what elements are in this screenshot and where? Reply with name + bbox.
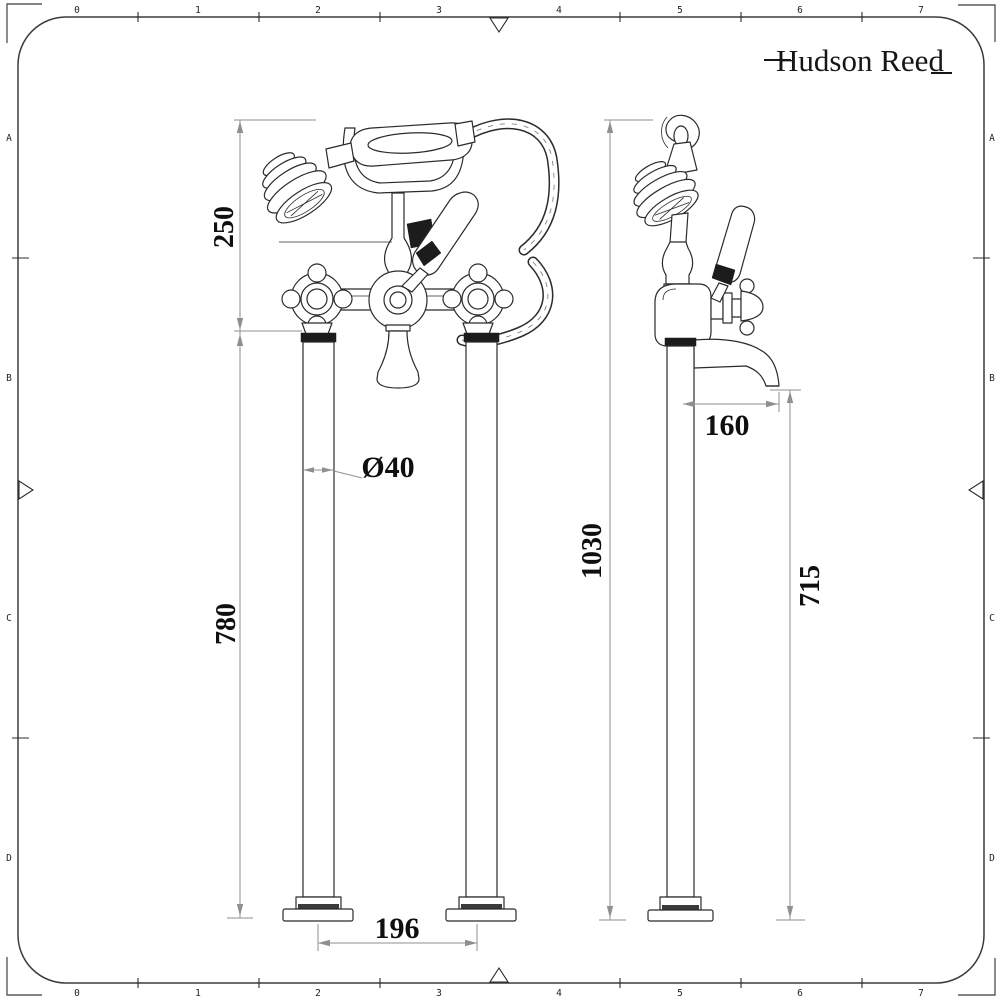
dimension-780: 780 xyxy=(211,331,253,919)
dimension-diameter-40: Ø40 xyxy=(303,451,415,484)
ruler-label: 6 xyxy=(797,988,803,999)
crosshead-valve-side xyxy=(710,278,764,336)
ruler-label: 2 xyxy=(315,5,321,16)
ruler-label: 2 xyxy=(315,988,321,999)
ruler-label: 7 xyxy=(918,5,924,16)
corner-mark-bottom-left xyxy=(6,957,42,996)
corner-mark-top-right xyxy=(958,4,996,42)
lever-handle-side xyxy=(710,205,756,303)
brand-logo: Hudson Reed xyxy=(764,43,952,78)
spindle xyxy=(661,241,694,285)
ruler-label: 3 xyxy=(436,5,442,16)
wall-hook xyxy=(661,114,700,149)
dim-715-label: 715 xyxy=(795,565,826,607)
spout-side xyxy=(693,338,780,387)
shower-head-front xyxy=(262,152,333,224)
drawing-frame: 0 1 2 3 4 5 6 7 0 1 2 3 4 5 6 7 A B C D xyxy=(6,3,996,999)
ruler-label: 4 xyxy=(556,988,562,999)
ruler-ticks xyxy=(12,12,990,988)
frame-border xyxy=(17,16,985,984)
corner-mark-top-left xyxy=(6,3,42,43)
handset-grip-detail xyxy=(367,132,453,154)
left-standpipe xyxy=(282,332,354,922)
dimension-250: 250 xyxy=(209,119,316,332)
handset-neck xyxy=(325,142,355,169)
crosshead-valve-left xyxy=(281,263,353,335)
side-view xyxy=(633,114,780,922)
bottom-ruler: 0 1 2 3 4 5 6 7 xyxy=(74,988,924,999)
dimension-160: 160 xyxy=(683,392,780,442)
hose-connector xyxy=(454,120,476,147)
body-side xyxy=(654,283,712,347)
top-ruler: 0 1 2 3 4 5 6 7 xyxy=(74,5,924,16)
ruler-label: 0 xyxy=(74,5,80,16)
ruler-label: A xyxy=(989,133,995,144)
ruler-label: 7 xyxy=(918,988,924,999)
ruler-label: 4 xyxy=(556,5,562,16)
right-ruler: A B C D xyxy=(989,133,995,864)
dim-diameter-label: Ø40 xyxy=(361,451,414,484)
ruler-label: 1 xyxy=(195,988,201,999)
ruler-label: 5 xyxy=(677,988,683,999)
dim-1030-label: 1030 xyxy=(577,523,608,579)
ruler-label: 3 xyxy=(436,988,442,999)
ruler-label: D xyxy=(989,853,995,864)
logo-text: Hudson Reed xyxy=(776,43,944,78)
center-mark-right-icon xyxy=(967,479,984,501)
shower-head-side xyxy=(633,161,699,227)
dim-250-label: 250 xyxy=(209,206,240,248)
ruler-label: B xyxy=(6,373,12,384)
dim-196-label: 196 xyxy=(375,912,420,945)
ruler-label: 1 xyxy=(195,5,201,16)
center-mark-bottom-icon xyxy=(488,966,510,983)
dimension-1030: 1030 xyxy=(577,119,653,921)
centre-body xyxy=(368,270,428,389)
right-standpipe xyxy=(445,332,517,922)
corner-mark-bottom-right xyxy=(958,958,996,996)
ruler-label: A xyxy=(6,133,12,144)
center-mark-top-icon xyxy=(488,17,510,34)
dim-780-label: 780 xyxy=(211,603,242,645)
cradle-riser xyxy=(383,192,413,281)
handset-neck-side xyxy=(669,212,689,244)
ruler-label: 0 xyxy=(74,988,80,999)
front-view xyxy=(262,118,560,922)
bell-spout xyxy=(376,330,420,389)
ruler-label: B xyxy=(989,373,995,384)
ruler-label: D xyxy=(6,853,12,864)
dimension-715: 715 xyxy=(770,389,826,921)
ruler-label: C xyxy=(989,613,995,624)
crosshead-valve-right xyxy=(442,263,514,335)
dimension-196: 196 xyxy=(317,912,478,951)
ruler-label: C xyxy=(6,613,12,624)
left-ruler: A B C D xyxy=(6,133,12,864)
center-mark-left-icon xyxy=(18,479,35,501)
centering-marks xyxy=(18,17,984,983)
standpipe-side xyxy=(647,337,714,922)
lever-handle-front xyxy=(401,191,479,293)
dim-160-label: 160 xyxy=(705,409,750,442)
ruler-label: 6 xyxy=(797,5,803,16)
ruler-label: 5 xyxy=(677,5,683,16)
